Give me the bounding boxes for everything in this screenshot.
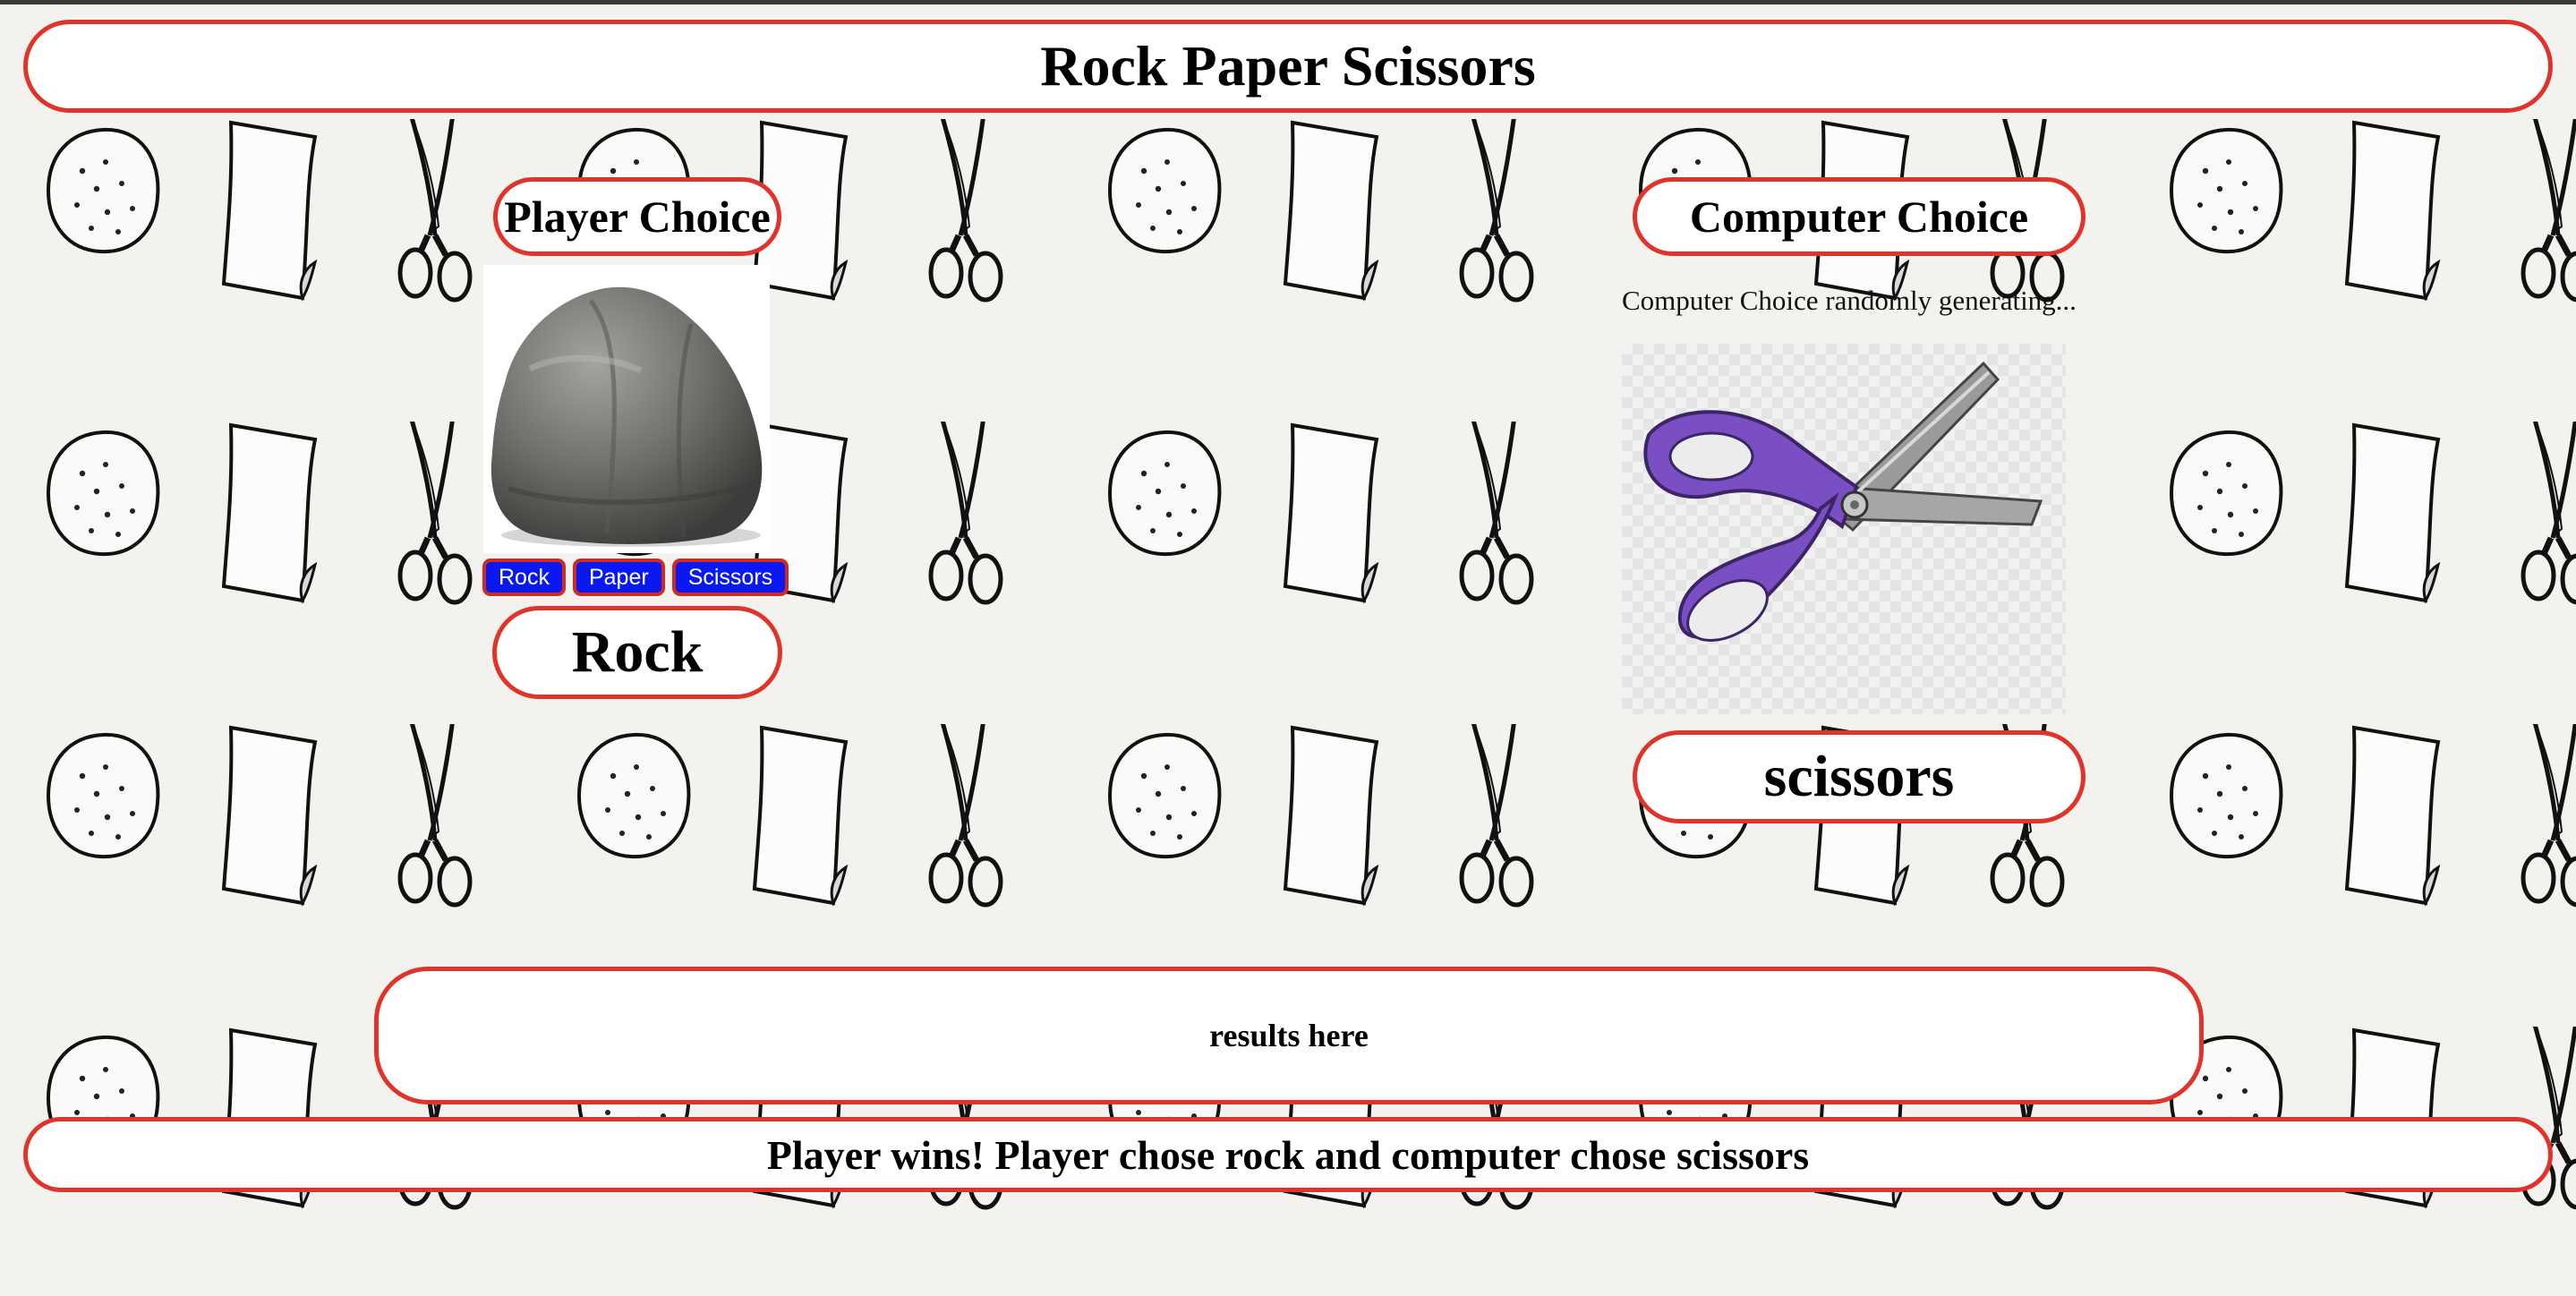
choice-button-group: Rock Paper Scissors xyxy=(482,558,789,596)
computer-status-text: Computer Choice randomly generating... xyxy=(1622,285,2077,316)
scissors-image xyxy=(1622,344,2066,714)
scissors-icon xyxy=(1643,361,2043,642)
outcome-banner: Player wins! Player chose rock and compu… xyxy=(23,1117,2553,1192)
player-selection-label: Rock xyxy=(492,606,782,699)
player-choice-heading: Player Choice xyxy=(493,177,781,256)
computer-choice-heading: Computer Choice xyxy=(1633,177,2086,256)
page-title: Rock Paper Scissors xyxy=(23,20,2553,113)
window-top-edge xyxy=(0,0,2576,4)
rock-icon xyxy=(490,286,763,547)
rock-image xyxy=(483,265,770,553)
results-box: results here xyxy=(374,967,2204,1104)
rock-button[interactable]: Rock xyxy=(482,558,566,596)
scissors-button[interactable]: Scissors xyxy=(671,558,789,596)
paper-button[interactable]: Paper xyxy=(572,558,665,596)
computer-selection-label: scissors xyxy=(1633,730,2086,823)
